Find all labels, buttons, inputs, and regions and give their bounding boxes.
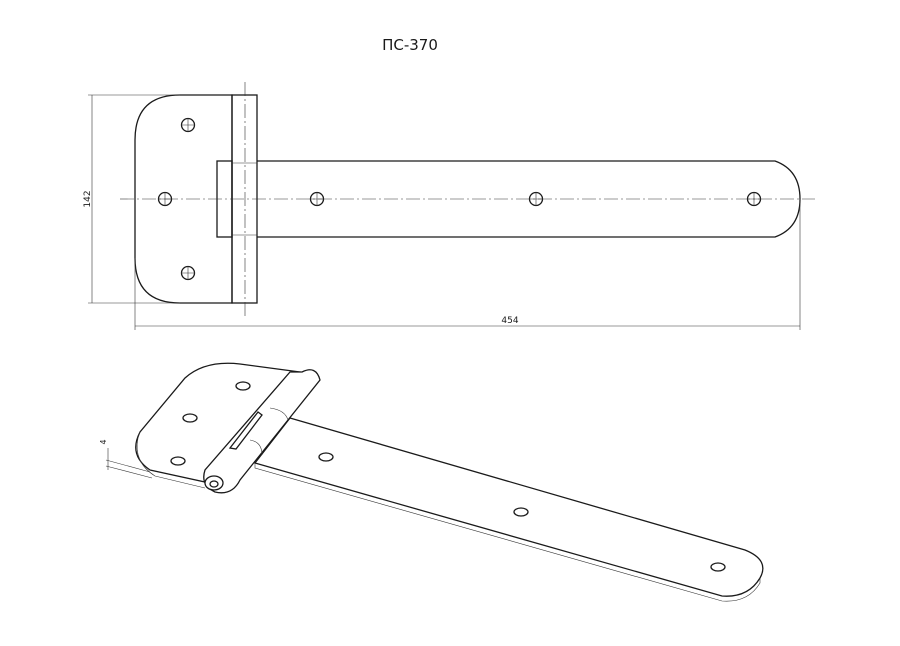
leaf-slot — [228, 411, 263, 450]
hole — [235, 381, 251, 391]
dimension-length: 454 — [134, 199, 801, 330]
hole — [710, 562, 726, 572]
knuckle-iso — [203, 369, 321, 494]
dimension-thickness-label: 4 — [99, 439, 108, 444]
mount-holes-iso — [170, 381, 726, 572]
strap-iso — [253, 417, 764, 597]
dimension-thickness: 4 — [99, 439, 153, 479]
hole — [513, 507, 529, 517]
hole — [318, 452, 334, 462]
mount-holes — [157, 117, 762, 281]
hole — [170, 456, 186, 466]
knuckle-end — [204, 475, 224, 491]
top-view: 142 454 — [83, 82, 815, 330]
dimension-length-label: 454 — [501, 316, 518, 326]
dimension-height-label: 142 — [83, 190, 93, 207]
isometric-view: 4 — [99, 362, 764, 602]
dimension-height: 142 — [83, 94, 180, 304]
hole — [182, 413, 198, 423]
drawing-title: ПС-370 — [382, 36, 438, 54]
